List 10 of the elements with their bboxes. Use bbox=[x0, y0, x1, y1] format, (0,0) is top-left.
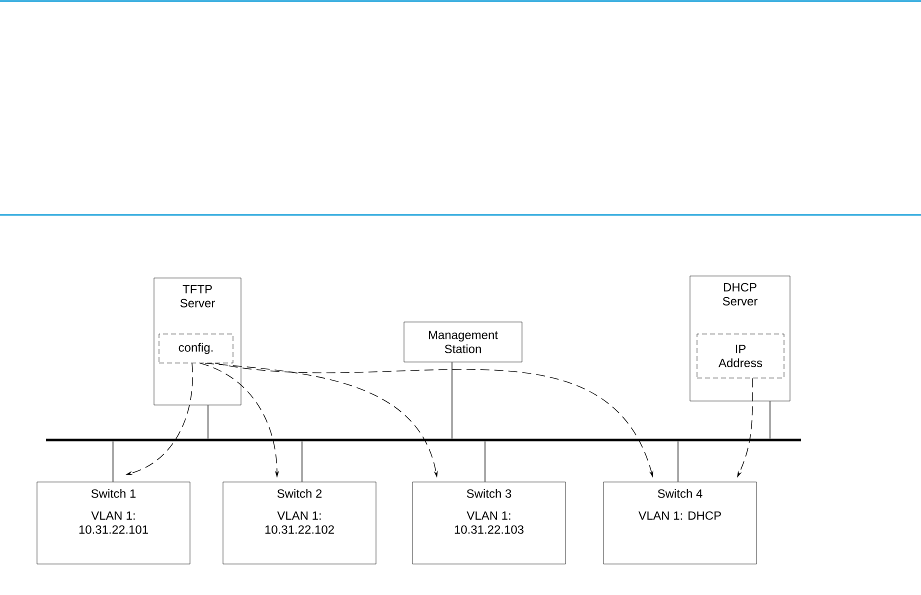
dashed-box: config. bbox=[158, 334, 234, 364]
switch-box: Switch 1 VLAN 1: 10.31.22.101 bbox=[36, 482, 190, 564]
dashed-box: IP Address bbox=[696, 334, 784, 378]
connector-line bbox=[112, 441, 114, 482]
network-bus bbox=[46, 438, 801, 442]
connector-line bbox=[484, 441, 486, 482]
switch-box: Switch 4 VLAN 1: DHCP bbox=[603, 482, 757, 564]
switch-box: Switch 3 VLAN 1: 10.31.22.103 bbox=[412, 482, 566, 564]
station-box: Management Station bbox=[404, 322, 522, 362]
switch-box: Switch 2 VLAN 1: 10.31.22.102 bbox=[222, 482, 376, 564]
